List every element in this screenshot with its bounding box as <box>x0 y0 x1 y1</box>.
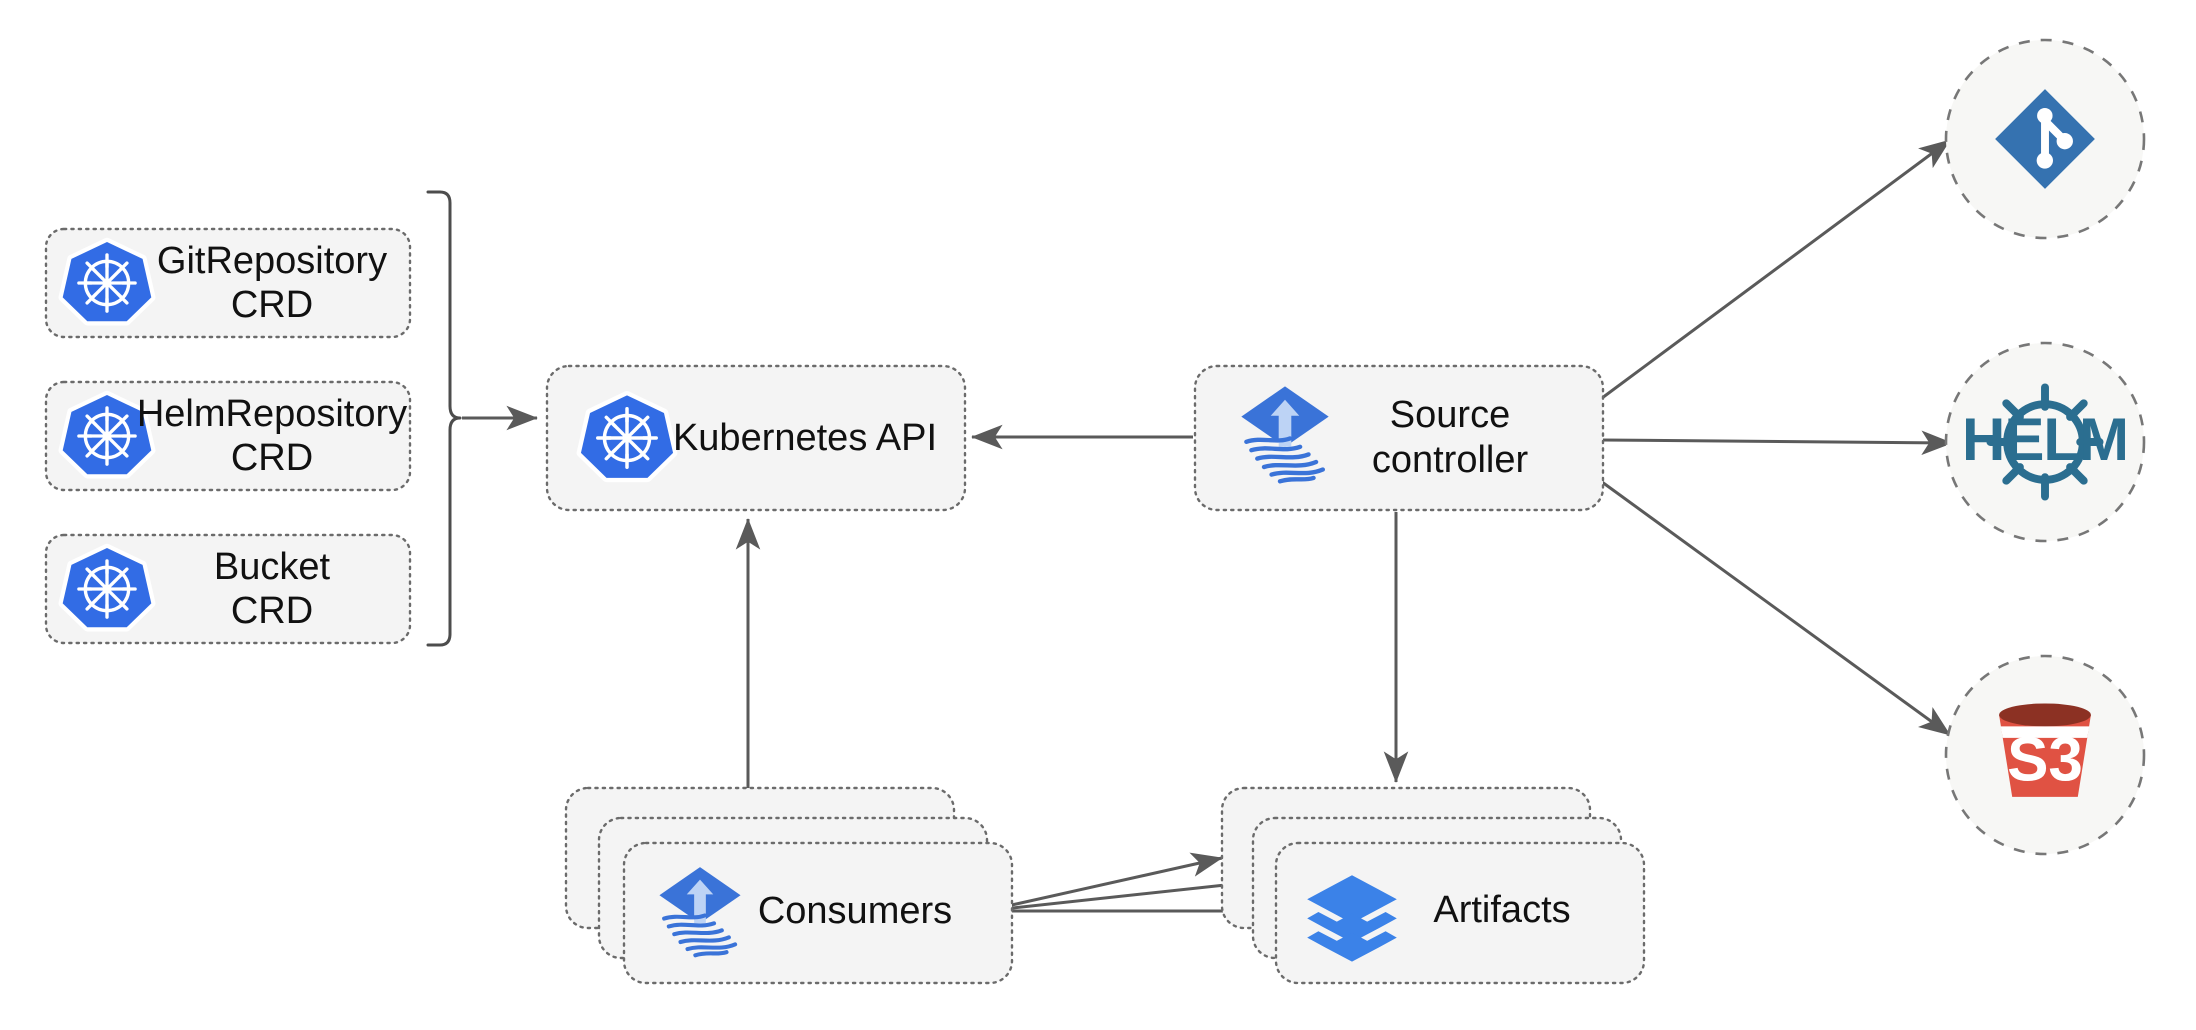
node-label-kubernetes-api: Kubernetes API <box>673 417 937 459</box>
crd-box-helmrepository[interactable]: HelmRepository CRD <box>44 380 412 492</box>
source-crds-brace <box>426 190 462 647</box>
edge-source-controller-to-s3 <box>1601 480 1951 737</box>
target-helm[interactable]: HELM <box>1944 341 2146 543</box>
kubernetes-icon <box>581 395 673 477</box>
crd-label-line2: CRD <box>231 437 313 479</box>
crd-box-bucket[interactable]: Bucket CRD <box>44 533 412 645</box>
node-label-consumers: Consumers <box>758 890 952 932</box>
s3-label: S3 <box>2007 725 2083 794</box>
node-consumers[interactable]: Consumers <box>564 786 1014 985</box>
node-label-source-controller-line1: Source <box>1390 394 1510 436</box>
edge-source-controller-to-helm <box>1601 430 1953 456</box>
crd-box-gitrepository[interactable]: GitRepository CRD <box>44 227 412 339</box>
node-label-artifacts: Artifacts <box>1433 889 1570 931</box>
crd-label-line1: GitRepository <box>157 240 387 282</box>
kubernetes-icon <box>63 548 152 627</box>
node-label-source-controller-line2: controller <box>1372 439 1529 481</box>
edge-consumers-to-artifacts-middle <box>984 873 1254 913</box>
crd-label-line1: Bucket <box>214 546 331 588</box>
helm-label: HELM <box>1962 406 2128 473</box>
target-git[interactable] <box>1944 38 2146 240</box>
node-source-controller[interactable]: Source controller <box>1193 364 1605 512</box>
crd-label-line2: CRD <box>231 590 313 632</box>
kubernetes-icon <box>63 242 152 321</box>
crd-label-line1: HelmRepository <box>137 393 407 435</box>
node-artifacts[interactable]: Artifacts <box>1220 786 1646 985</box>
crd-label-line2: CRD <box>231 284 313 326</box>
node-kubernetes-api[interactable]: Kubernetes API <box>545 364 967 512</box>
target-s3[interactable]: S3 <box>1944 654 2146 856</box>
edge-source-controller-to-git <box>1601 138 1951 400</box>
edge-consumers-to-artifacts-back <box>984 852 1223 913</box>
